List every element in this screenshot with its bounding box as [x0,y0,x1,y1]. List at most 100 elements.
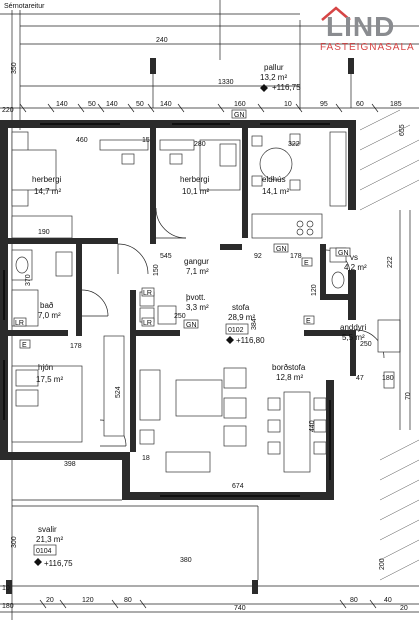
e-tag-3: E [306,318,311,325]
dim-bottom-7: 40 [384,597,392,604]
hjon-name: hjón [38,363,53,372]
anddyri-name: anddyri [340,323,366,332]
dim-250: 250 [174,313,186,320]
top-dimension-row: 220 140 50 140 50 140 160 10 95 60 185 [2,101,402,114]
bad-area: 7,0 m² [38,311,61,320]
room-stofa: stofa 28,9 m² 0102 +116,80 [225,303,265,345]
dim-300: 300 [11,536,18,548]
dim-222: 222 [387,256,394,268]
gn-tag-2: GN [276,246,287,253]
dim-15: 15 [142,137,150,144]
room-anddyri: anddyri 5,5 m² [340,323,366,342]
bad-name: bað [40,301,54,310]
dim-545: 545 [160,253,172,260]
eldhus-furniture [251,131,347,239]
lr-tag-1: LR [15,320,24,327]
dim-370: 370 [25,274,32,286]
pallur-columns [150,58,354,108]
dim-10: 10 [2,585,10,592]
eldhus-area: 14,1 m² [262,187,289,196]
dim-bottom-6: 80 [350,597,358,604]
dim-178a: 178 [290,253,302,260]
dim-bottom-8: 20 [400,605,408,612]
dim-384: 384 [251,318,258,330]
gangur-area: 7,1 m² [186,267,209,276]
dim-top-10: 60 [356,101,364,108]
room-pallur: pallur 13,2 m² +116,75 [260,63,301,92]
dim-bottom-3: 120 [82,597,94,604]
pallur-area: 13,2 m² [260,73,287,82]
stofa-furniture [139,367,247,473]
dim-440: 440 [309,420,316,432]
herbergi-2-furniture [159,139,241,191]
herbergi-2-name: herbergi [180,175,210,184]
room-eldhus: eldhús 14,1 m² [262,175,289,196]
dim-top-11: 185 [390,101,402,108]
room-vs: vs 4,2 m² [344,253,367,272]
dim-bottom-4: 80 [124,597,132,604]
dim-280: 280 [194,141,206,148]
herbergi-1-name: herbergi [32,175,62,184]
lr-tag-2: LR [143,290,152,297]
dim-190: 190 [38,229,50,236]
pallur-elev: +116,75 [272,83,301,92]
room-thvottur: þvott. 3,3 m² [186,293,209,312]
dim-674: 674 [232,483,244,490]
room-bad: bað 7,0 m² [38,301,61,320]
dim-398: 398 [64,461,76,468]
anddyri-furniture [377,319,401,389]
dim-240: 240 [156,37,168,44]
stofa-area: 28,9 m² [228,313,255,322]
svalir-elev: +116,75 [44,559,73,568]
dim-150: 150 [153,264,160,276]
svalir-area: 21,3 m² [36,535,63,544]
herbergi-1-area: 14,7 m² [34,187,61,196]
brand-logo: LIND FASTEIGNASALA [320,6,414,53]
room-gangur: gangur 7,1 m² [184,257,209,276]
thvottur-area: 3,3 m² [186,303,209,312]
hjon-furniture [11,335,125,443]
dim-top-1: 220 [2,107,14,114]
dim-top-3: 50 [88,101,96,108]
svalir-outline [6,499,259,594]
e-tag-2: E [304,260,309,267]
bordstofa-name: borðstofa [272,363,306,372]
anddyri-area: 5,5 m² [342,333,365,342]
dim-47: 47 [356,375,364,382]
hjon-area: 17,5 m² [36,375,63,384]
thvottur-name: þvott. [186,293,206,302]
gn-tag-3: GN [338,250,349,257]
dim-1330: 1330 [218,79,234,86]
dim-460: 460 [76,137,88,144]
dim-655: 655 [399,124,406,136]
dim-bottom-1: 180 [2,603,14,610]
sliding-doors [3,123,331,497]
room-svalir: svalir 21,3 m² 0104 +116,75 [33,525,73,568]
herbergi-1-furniture [11,131,149,207]
interior-walls [8,128,356,452]
house-roof-icon [321,6,351,21]
level-marker-icon [260,84,268,92]
dim-18: 18 [142,455,150,462]
gn-tag-4: GN [186,322,197,329]
room-bordstofa: borðstofa 12,8 m² [272,363,306,382]
stofa-code: 0102 [228,327,244,334]
dimension-ticks [19,103,379,609]
vs-area: 4,2 m² [344,263,367,272]
e-tag-1: E [22,342,27,349]
bordstofa-furniture [267,391,327,473]
dim-120: 120 [311,284,318,296]
dim-178b: 178 [70,343,82,350]
eldhus-name: eldhús [262,175,286,184]
room-herbergi-2: herbergi 10,1 m² [180,175,210,196]
site-label: Sérnotareitur [4,3,45,10]
dim-top-9: 95 [320,101,328,108]
level-marker-icon [34,558,42,566]
dim-200: 200 [379,558,386,570]
terrain-hatch [359,109,419,581]
dim-top-7: 160 [234,101,246,108]
stofa-name: stofa [232,303,250,312]
gn-tag-1: GN [234,112,245,119]
